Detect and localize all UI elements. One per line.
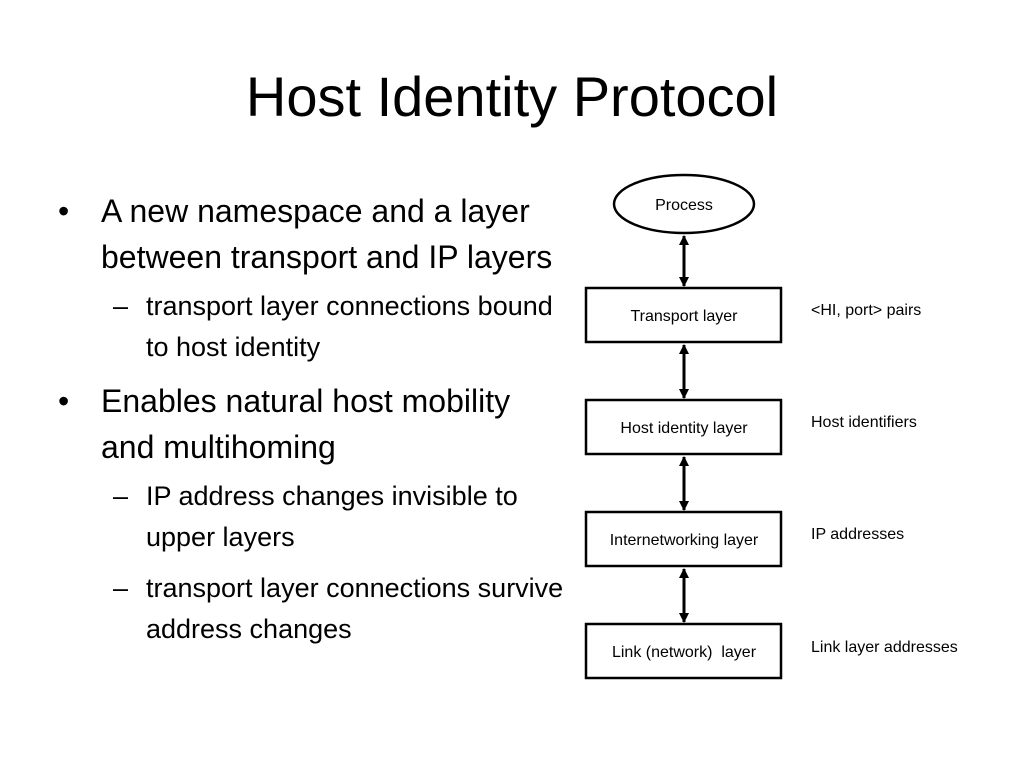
layer-label: Host identity layer — [620, 420, 748, 437]
layer-label: Transport layer — [631, 308, 739, 325]
sub-bullet-item: – transport layer connections survive ad… — [58, 568, 568, 650]
layer-annotation: Link layer addresses — [811, 639, 958, 656]
layer-annotation: IP addresses — [811, 526, 904, 543]
bullet-marker: • — [58, 193, 70, 229]
layer-box-transport — [584, 286, 783, 344]
bullet-item: • Enables natural host mobility and mult… — [58, 378, 568, 470]
sub-bullet-item: – IP address changes invisible to upper … — [58, 476, 568, 558]
sub-bullet-marker: – — [113, 291, 129, 321]
slide-title: Host Identity Protocol — [245, 65, 779, 128]
process-label: Process — [655, 197, 713, 214]
sub-bullet-text: IP address changes invisible to upper la… — [146, 481, 518, 552]
layer-box-link — [584, 622, 783, 680]
layer-annotation: Host identifiers — [811, 414, 917, 431]
layer-annotation: <HI, port> pairs — [811, 302, 921, 319]
bullet-item: • A new namespace and a layer between tr… — [58, 188, 568, 280]
sub-bullet-marker: – — [113, 573, 129, 603]
layer-label: Link (network) layer — [612, 644, 757, 661]
sub-bullet-item: – transport layer connections bound to h… — [58, 286, 568, 368]
bullet-text: Enables natural host mobility and multih… — [101, 383, 511, 465]
bullet-text: A new namespace and a layer between tran… — [101, 193, 553, 275]
sub-bullet-text: transport layer connections bound to hos… — [146, 291, 553, 362]
sub-bullet-marker: – — [113, 481, 129, 511]
process-node — [612, 173, 756, 235]
bullet-marker: • — [58, 383, 70, 419]
sub-bullet-text: transport layer connections survive addr… — [146, 573, 564, 644]
layer-box-internetworking — [584, 510, 783, 568]
layer-box-host-identity — [584, 398, 783, 456]
bullet-list: • A new namespace and a layer between tr… — [58, 188, 568, 660]
layer-label: Internetworking layer — [610, 532, 759, 549]
